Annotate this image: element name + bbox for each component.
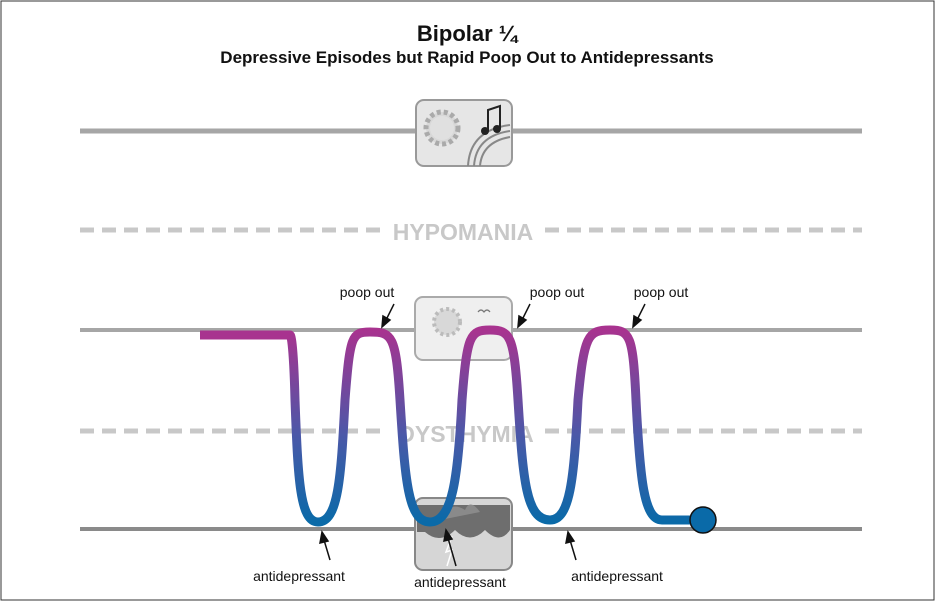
- sun-and-music-icon: [415, 99, 513, 167]
- antidepressant-arrows: [319, 528, 577, 567]
- antidepressant-label-2: antidepressant: [414, 574, 506, 590]
- mood-curve: [200, 325, 700, 527]
- storm-clouds-icon: [414, 497, 513, 571]
- antidepressant-label-3: antidepressant: [571, 568, 663, 584]
- poop-out-label-1: poop out: [340, 284, 395, 300]
- hypomania-label: HYPOMANIA: [393, 219, 534, 245]
- subtitle: Depressive Episodes but Rapid Poop Out t…: [220, 48, 713, 67]
- poop-out-arrows: [381, 303, 646, 329]
- current-state-dot: [689, 506, 717, 534]
- dysthymia-label: DYSTHYMIA: [398, 421, 533, 447]
- antidepressant-label-1: antidepressant: [253, 568, 345, 584]
- sun-and-birds-icon: [414, 296, 513, 361]
- title: Bipolar ¼: [417, 21, 519, 46]
- poop-out-label-2: poop out: [530, 284, 585, 300]
- poop-out-label-3: poop out: [634, 284, 689, 300]
